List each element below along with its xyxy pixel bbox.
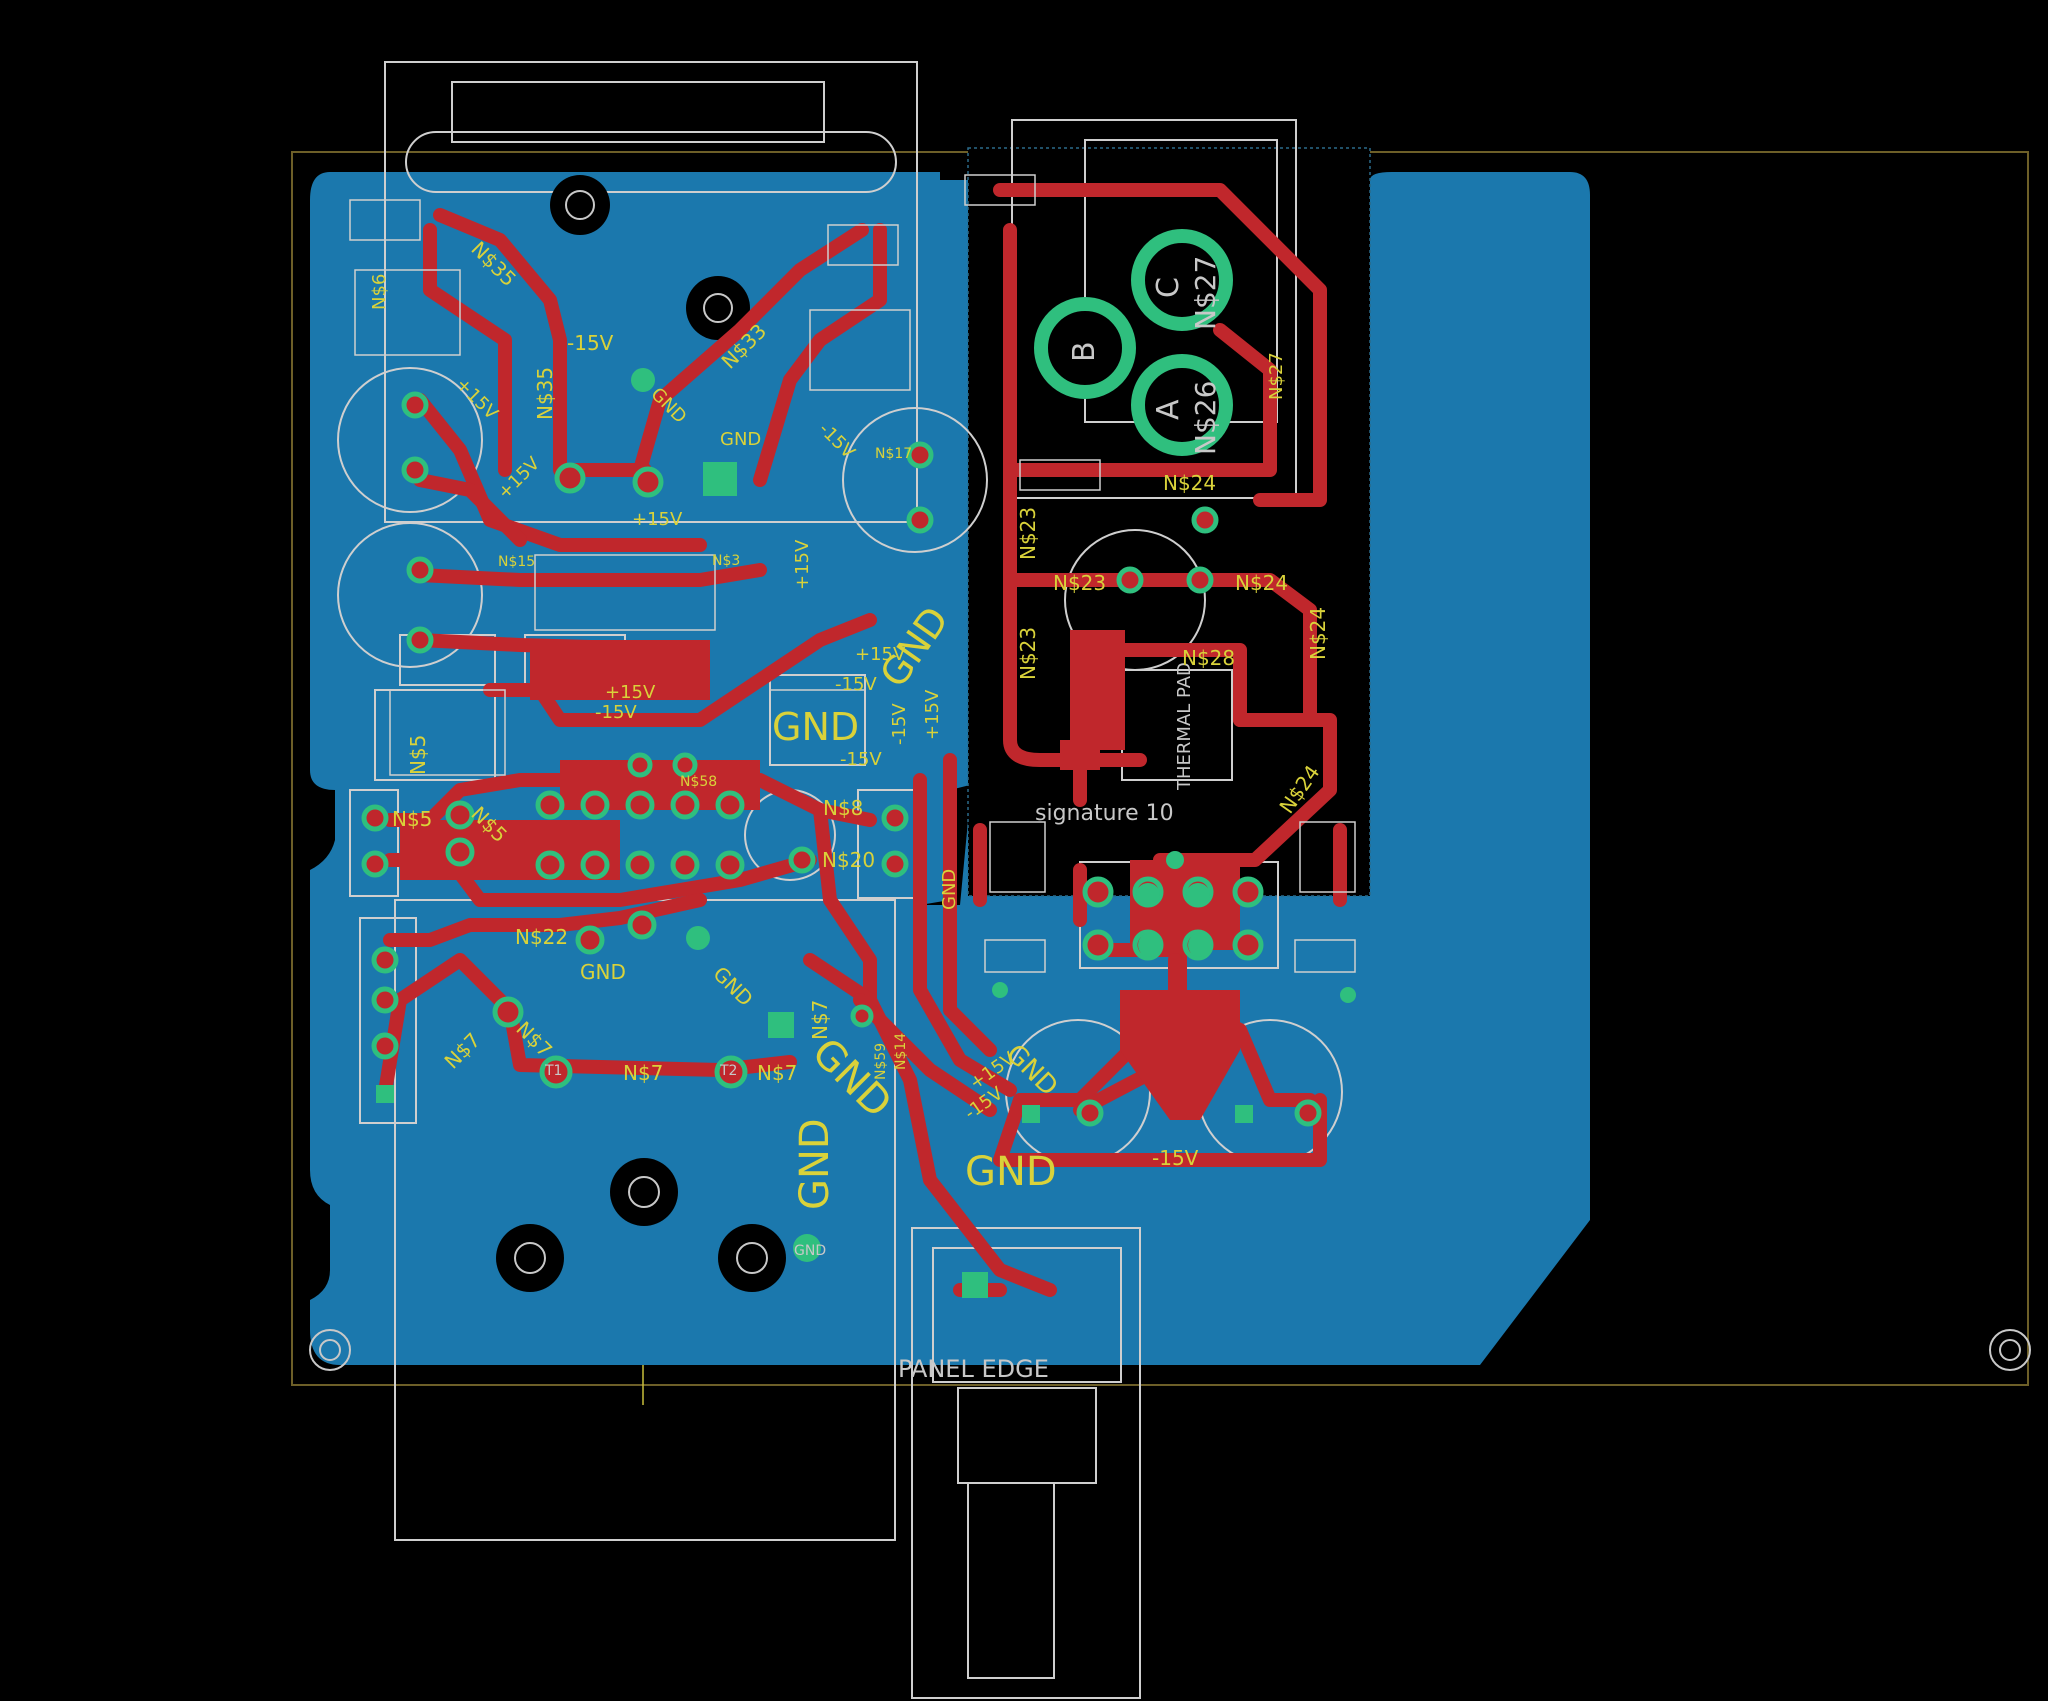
label-t2: T2 — [719, 1063, 737, 1079]
label-ns6: N$6 — [369, 274, 390, 310]
label-p15v-e: +15V — [855, 644, 906, 665]
label-m15v-f: -15V — [840, 749, 882, 770]
label-ns8: N$8 — [823, 796, 863, 820]
label-net-b: B — [1067, 341, 1102, 362]
label-p15v-d: +15V — [792, 539, 813, 590]
label-gnd-c: GND — [580, 960, 626, 984]
label-ns7-c: N$7 — [623, 1061, 663, 1085]
label-gnd-g: GND — [794, 1243, 826, 1259]
label-m15v-h: -15V — [1152, 1146, 1199, 1170]
label-ns20: N$20 — [822, 848, 875, 872]
mounting-holes — [309, 175, 2031, 1371]
gnd-vias — [376, 368, 1356, 1298]
label-ns15: N$15 — [498, 554, 535, 570]
label-thermal-pad: THERMAL PAD — [1174, 662, 1195, 791]
label-net-c: C — [1151, 277, 1186, 298]
copper-fills — [400, 630, 1240, 1120]
label-ns23-a: N$23 — [1053, 571, 1106, 595]
label-ns5-a: N$5 — [392, 807, 432, 831]
label-m15v-e: -15V — [889, 703, 910, 745]
label-panel-edge: PANEL EDGE — [898, 1355, 1049, 1383]
label-gnd-big-3: GND — [792, 1118, 838, 1210]
label-m15v-c: -15V — [835, 674, 877, 695]
label-net-a: A — [1151, 399, 1186, 420]
label-m15v-top: -15V — [567, 331, 614, 355]
label-ns7-e: N$7 — [808, 1000, 832, 1040]
label-signature: signature 10 — [1035, 801, 1174, 826]
label-ns27-b: N$27 — [1266, 352, 1287, 400]
label-ns14: N$14 — [893, 1033, 909, 1070]
label-p15v-g: +15V — [922, 689, 943, 740]
label-ns22: N$22 — [515, 925, 568, 949]
label-ns23-b: N$23 — [1016, 507, 1040, 560]
label-m15v-d: -15V — [595, 702, 637, 723]
label-ns24-c: N$24 — [1306, 607, 1330, 660]
label-p15v-f: +15V — [605, 682, 656, 703]
label-ns17: N$17 — [875, 446, 912, 462]
label-t1: T1 — [544, 1063, 562, 1079]
label-ns26: N$26 — [1189, 381, 1222, 455]
label-ns59: N$59 — [873, 1043, 889, 1080]
label-gnd-big-2: GND — [772, 705, 859, 749]
label-gnd-big-5: GND — [965, 1149, 1057, 1195]
label-ns7-d: N$7 — [757, 1061, 797, 1085]
label-ns5-b: N$5 — [406, 735, 430, 775]
label-ns35-b: N$35 — [533, 367, 557, 420]
label-ns23-c: N$23 — [1016, 627, 1040, 680]
large-connector-pads — [1034, 229, 1233, 456]
label-ns24-b: N$24 — [1235, 571, 1288, 595]
label-gnd-a: GND — [720, 429, 761, 450]
label-gnd-f: GND — [939, 869, 960, 910]
smd-footprints — [349, 174, 1356, 973]
label-p15v-c: +15V — [632, 509, 683, 530]
label-ns24-a: N$24 — [1163, 471, 1216, 495]
label-ns28: N$28 — [1182, 646, 1235, 670]
label-ns3: N$3 — [712, 553, 740, 569]
label-ns27: N$27 — [1189, 256, 1222, 330]
label-ns58: N$58 — [680, 774, 717, 790]
